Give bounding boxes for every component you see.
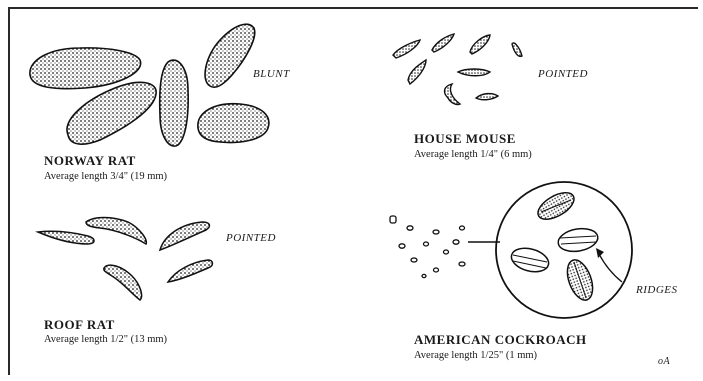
house-mouse-droppings: [393, 34, 522, 105]
house-mouse-dropping: [445, 84, 460, 105]
roof-rat-dropping: [38, 231, 94, 244]
house-mouse-title: HOUSE MOUSE: [414, 131, 516, 147]
norway-rat-subtitle: Average length 3/4" (19 mm): [44, 171, 167, 182]
norway-rat-dropping: [205, 24, 255, 87]
roof-rat-droppings: [38, 218, 213, 301]
norway-rat-dropping: [67, 82, 156, 144]
house-mouse-dropping: [470, 35, 490, 54]
cockroach-speck: [390, 216, 396, 223]
house-mouse-dropping: [476, 94, 498, 100]
cockroach-speck: [434, 268, 439, 272]
roof-rat-dropping: [168, 260, 213, 282]
american-cockroach-callout: RIDGES: [636, 284, 678, 296]
roof-rat-callout: POINTED: [226, 232, 276, 244]
house-mouse-dropping: [408, 60, 426, 84]
house-mouse-dropping: [512, 43, 522, 56]
cockroach-speck: [444, 250, 449, 254]
norway-rat-droppings: [30, 24, 269, 146]
cockroach-speck: [453, 240, 459, 244]
american-cockroach-subtitle: Average length 1/25" (1 mm): [414, 350, 537, 361]
norway-rat-dropping: [198, 104, 269, 143]
magnified-dropping: [534, 187, 579, 224]
cockroach-speck: [407, 226, 413, 230]
roof-rat-subtitle: Average length 1/2" (13 mm): [44, 334, 167, 345]
roof-rat-dropping: [160, 222, 209, 250]
norway-rat-title: NORWAY RAT: [44, 153, 136, 169]
cockroach-speck: [424, 242, 429, 246]
cockroach-speck: [399, 244, 405, 248]
magnified-cockroach-droppings: [509, 187, 600, 303]
roof-rat-dropping: [86, 218, 146, 245]
house-mouse-dropping: [432, 34, 454, 52]
cockroach-speck: [460, 226, 465, 230]
roof-rat-title: ROOF RAT: [44, 317, 115, 333]
norway-rat-dropping: [30, 48, 141, 89]
house-mouse-dropping: [458, 69, 490, 76]
roof-rat-dropping: [104, 265, 142, 300]
norway-rat-dropping: [160, 60, 189, 146]
american-cockroach-title: AMERICAN COCKROACH: [414, 332, 587, 348]
house-mouse-subtitle: Average length 1/4" (6 mm): [414, 149, 532, 160]
house-mouse-callout: POINTED: [538, 68, 588, 80]
magnified-dropping: [556, 226, 599, 255]
cockroach-speck: [422, 274, 426, 277]
cockroach-speck: [411, 258, 417, 262]
cockroach-speck: [433, 230, 439, 234]
cockroach-droppings: [390, 216, 465, 278]
cockroach-speck: [459, 262, 465, 266]
ridges-pointer-line: [598, 252, 622, 282]
norway-rat-callout: BLUNT: [253, 68, 290, 80]
magnified-dropping: [562, 257, 597, 304]
artist-signature: oA: [658, 356, 670, 367]
house-mouse-dropping: [393, 40, 420, 58]
magnified-dropping: [509, 244, 551, 275]
